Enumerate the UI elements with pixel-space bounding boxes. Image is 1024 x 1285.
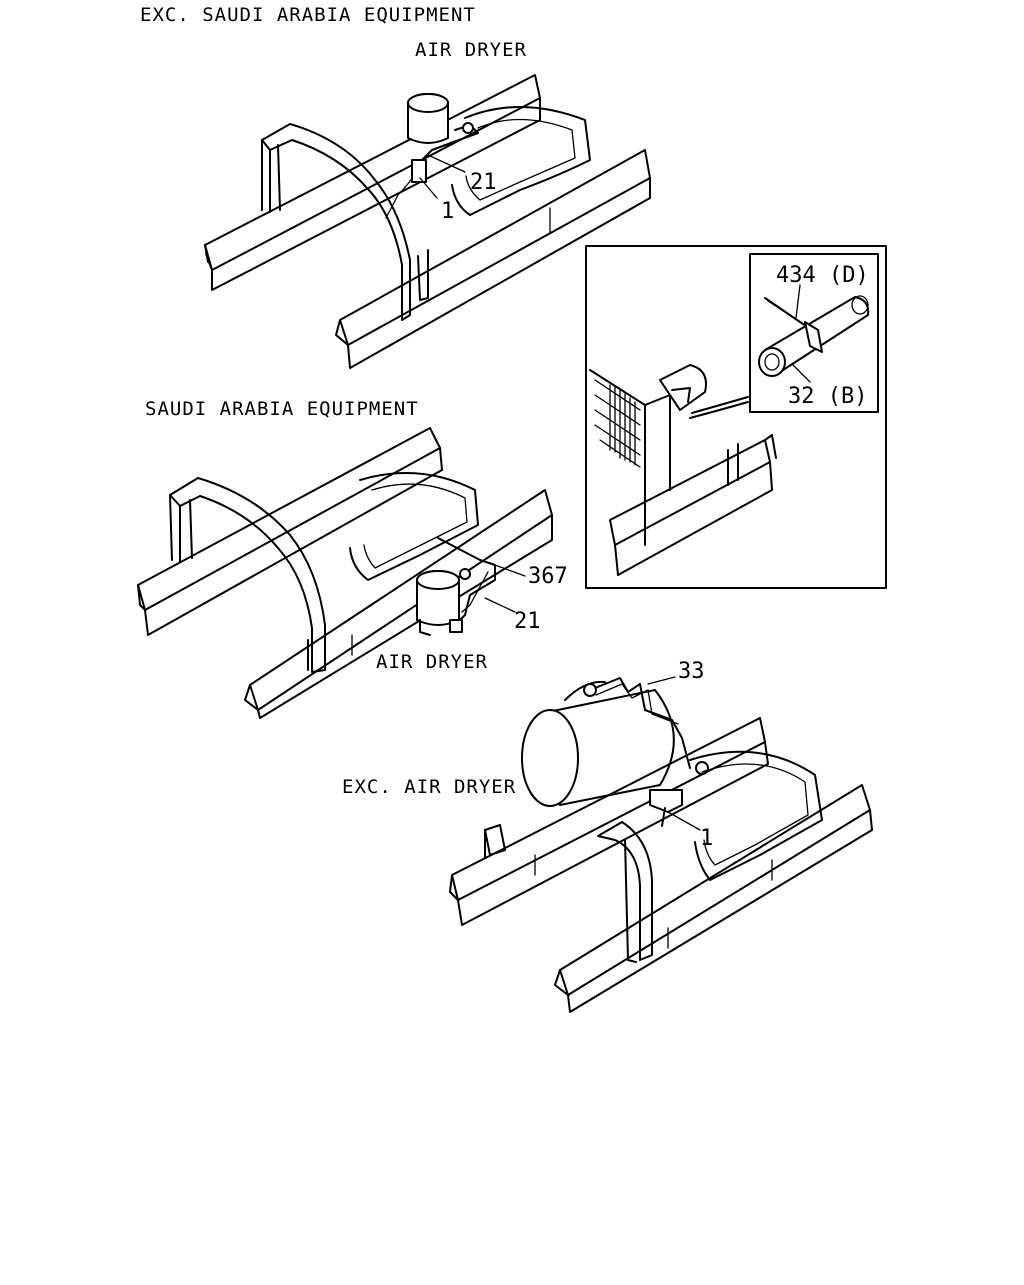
leader-32 (792, 364, 811, 383)
leader-lines-saudi (484, 564, 526, 613)
callout-1-bottom: 1 (700, 826, 713, 851)
frame-rail-upper-3 (449, 717, 769, 926)
frame-rail-lower-3 (554, 784, 873, 1013)
crossmember-arch-3 (484, 821, 653, 963)
callout-33: 33 (678, 659, 705, 684)
detail-zoom-frame (749, 253, 879, 413)
drain-valve (649, 789, 683, 827)
section-heading-exc-saudi: EXC. SAUDI ARABIA EQUIPMENT (140, 4, 476, 26)
air-dryer-label-top: AIR DRYER (415, 39, 527, 61)
leader-lines-top (419, 154, 466, 199)
air-dryer-label-saudi: AIR DRYER (376, 651, 488, 673)
frame-rail-inset (609, 434, 777, 576)
section-exc-saudi: EXC. SAUDI ARABIA EQUIPMENT AIR DRYER (140, 4, 651, 369)
section-saudi: SAUDI ARABIA EQUIPMENT (137, 398, 568, 719)
leader-434 (795, 284, 801, 319)
hose-inset (659, 364, 749, 419)
section-exc-air-dryer: EXC. AIR DRYER (342, 659, 873, 1013)
detail-inset: 434 (D) 32 (B) (585, 245, 887, 589)
callout-32-b: 32 (B) (788, 384, 867, 409)
callout-367: 367 (528, 564, 568, 589)
leader-lines-tank (647, 676, 701, 831)
air-dryer-unit-top (407, 93, 449, 144)
cross-member-2 (349, 471, 479, 581)
callout-21-saudi: 21 (514, 609, 541, 634)
frame-rail-lower-1 (335, 149, 651, 369)
cross-member-1 (451, 106, 591, 216)
air-pipe-top (385, 122, 479, 219)
frame-rail-lower-2 (244, 489, 553, 719)
crossmember-arch-2 (169, 477, 326, 673)
section-heading-saudi: SAUDI ARABIA EQUIPMENT (145, 398, 419, 420)
air-tank (521, 680, 675, 807)
cable-tie-closeup (764, 297, 823, 353)
air-pipe-tank (583, 677, 709, 775)
section-heading-exc-air-dryer: EXC. AIR DRYER (342, 776, 516, 798)
crossmember-arch-1 (261, 123, 429, 321)
callout-1-top: 1 (441, 199, 454, 224)
cross-member-3 (689, 750, 823, 881)
detail-inset-frame (585, 245, 887, 589)
air-dryer-unit-saudi (416, 570, 460, 636)
callout-21-top: 21 (470, 170, 497, 195)
frame-rail-upper-2 (137, 427, 443, 636)
radiator-grille (589, 369, 671, 546)
callout-434-d: 434 (D) (776, 263, 869, 288)
air-pipe-saudi (437, 537, 496, 633)
